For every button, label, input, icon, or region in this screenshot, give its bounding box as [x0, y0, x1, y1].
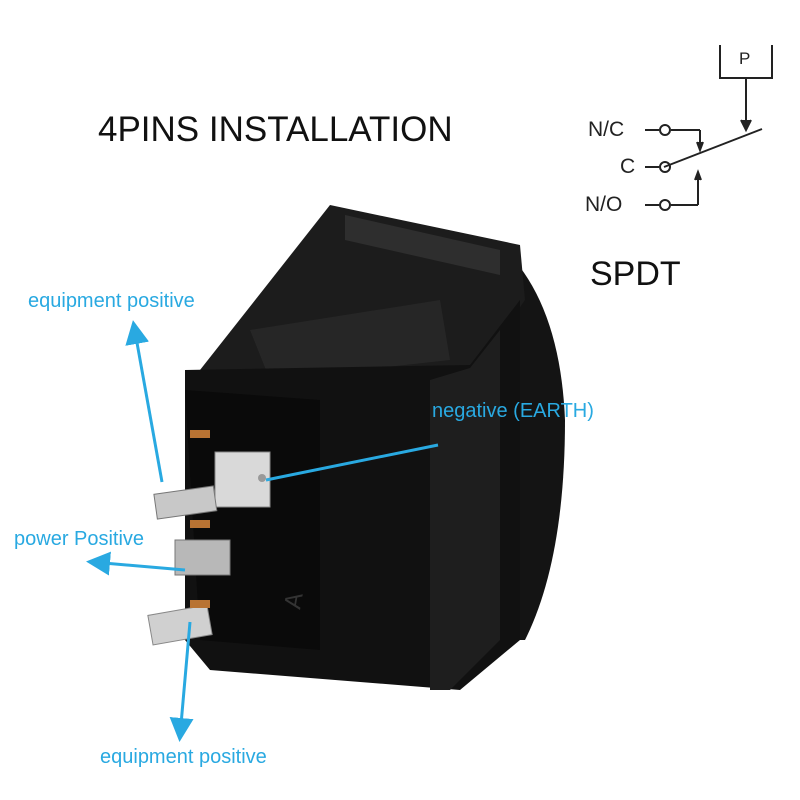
arrow-equipment-positive-bottom	[169, 621, 194, 742]
pin-1	[153, 485, 218, 520]
page-title: 4PINS INSTALLATION	[98, 110, 453, 149]
terminal-c-label: C	[620, 155, 636, 178]
line-negative	[265, 443, 439, 482]
equipment-positive-top-label: equipment positive	[28, 290, 195, 312]
svg-text:A: A	[279, 591, 308, 611]
terminal-nc-label: N/C	[588, 118, 625, 141]
terminal-no-label: N/O	[585, 193, 623, 216]
spdt-label: SPDT	[590, 255, 681, 293]
equipment-positive-bottom-label: equipment positive	[100, 746, 267, 768]
spdt-schematic	[645, 45, 773, 211]
arrow-equipment-positive-top	[125, 320, 164, 483]
actuator-label: P	[739, 49, 751, 68]
arrow-power-positive	[86, 551, 186, 576]
negative-earth-label: negative (EARTH)	[432, 400, 594, 422]
power-positive-label: power Positive	[14, 528, 145, 550]
pin-3	[147, 604, 213, 646]
